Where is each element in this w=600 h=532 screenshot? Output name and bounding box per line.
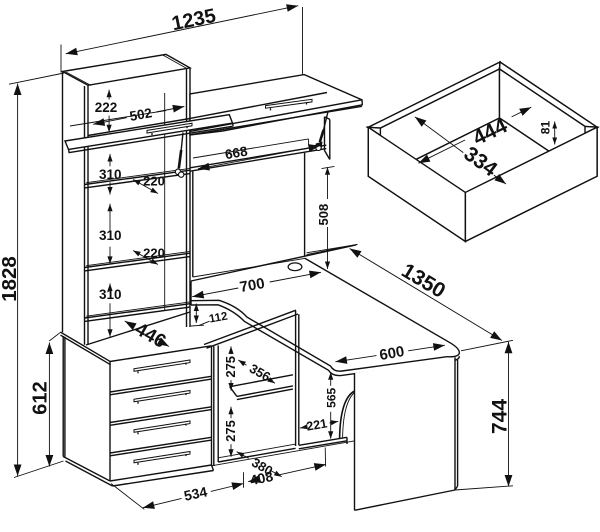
svg-text:508: 508	[316, 204, 331, 226]
svg-text:222: 222	[95, 100, 118, 115]
svg-text:612: 612	[30, 381, 52, 414]
svg-text:220: 220	[143, 174, 165, 189]
svg-text:1828: 1828	[0, 256, 21, 302]
svg-text:310: 310	[99, 228, 122, 243]
svg-text:220: 220	[143, 245, 165, 260]
svg-text:310: 310	[99, 287, 122, 302]
svg-text:744: 744	[489, 399, 512, 434]
svg-text:275: 275	[223, 420, 238, 442]
svg-text:310: 310	[99, 167, 122, 182]
svg-text:275: 275	[223, 356, 238, 378]
svg-text:81: 81	[539, 121, 553, 135]
svg-text:565: 565	[325, 387, 339, 407]
